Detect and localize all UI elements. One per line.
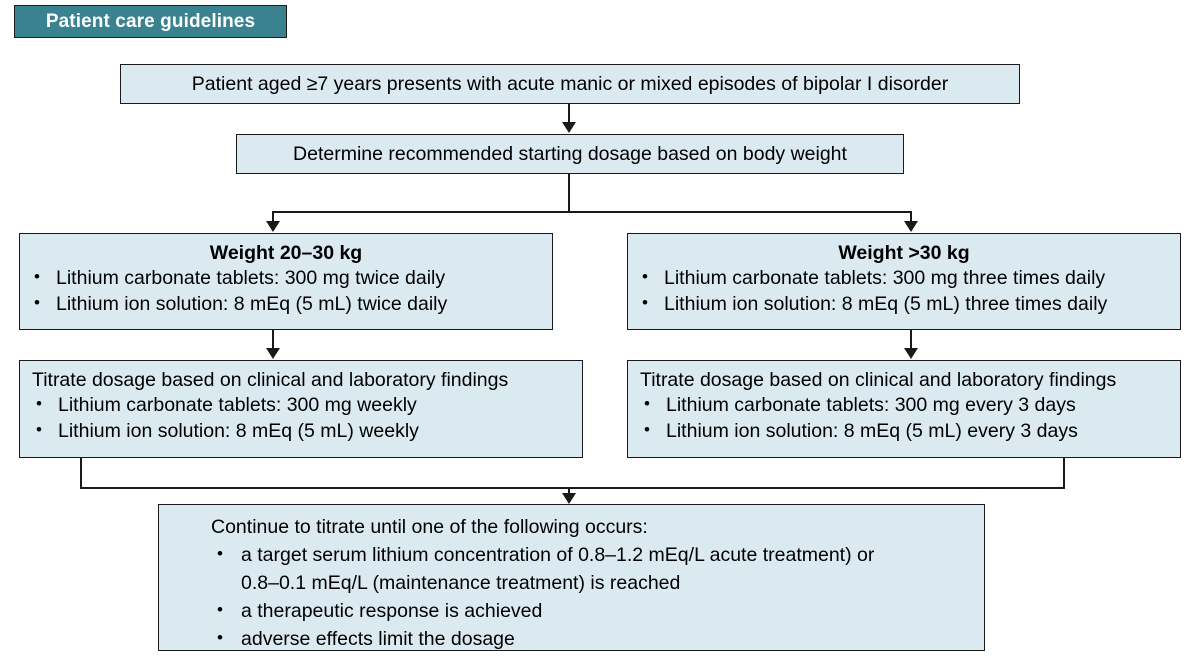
connector-merge-horizontal [80,487,1065,489]
list-item: Lithium ion solution: 8 mEq (5 mL) every… [640,417,1170,444]
connector-presentation-to-determine [568,104,570,123]
node-titrate-high: Titrate dosage based on clinical and lab… [627,360,1181,458]
list-item: a therapeutic response is achieved [211,596,972,625]
node-weight-high-title: Weight >30 kg [838,242,970,264]
connector-merge-to-continue [568,487,570,496]
node-weight-low-title: Weight 20–30 kg [209,242,363,264]
list-item: Lithium ion solution: 8 mEq (5 mL) weekl… [32,417,572,444]
connector-branch-left-down [272,211,274,223]
connector-weight-low-to-titrate [272,330,274,349]
list-item: Lithium ion solution: 8 mEq (5 mL) twice… [30,290,542,317]
connector-determine-stub [568,174,570,212]
arrowhead-continue [562,493,576,504]
connector-weight-high-to-titrate [910,330,912,349]
page-title: Patient care guidelines [45,10,256,32]
list-item: Lithium carbonate tablets: 300 mg three … [638,264,1170,291]
list-item: Lithium ion solution: 8 mEq (5 mL) three… [638,290,1170,317]
list-item: a target serum lithium concentration of … [211,540,972,597]
node-continue-titration: Continue to titrate until one of the fol… [158,504,985,653]
connector-titrate-high-down [1063,458,1065,489]
node-titrate-low-bullets: Lithium carbonate tablets: 300 mg weekly… [32,391,572,444]
arrowhead-determine [562,122,576,133]
page-title-banner: Patient care guidelines [14,5,287,38]
arrowhead-weight-low [266,221,280,232]
node-determine-dosage: Determine recommended starting dosage ba… [236,134,904,174]
arrowhead-weight-high [904,221,918,232]
connector-branch-right-down [910,211,912,223]
node-patient-presentation: Patient aged ≥7 years presents with acut… [120,64,1020,104]
node-weight-high: Weight >30 kg Lithium carbonate tablets:… [627,233,1181,330]
node-continue-titration-bullets: a target serum lithium concentration of … [211,540,972,653]
node-weight-high-bullets: Lithium carbonate tablets: 300 mg three … [638,264,1170,317]
node-titrate-low-title: Titrate dosage based on clinical and lab… [32,369,509,391]
list-item: adverse effects limit the dosage [211,624,972,653]
list-item: Lithium carbonate tablets: 300 mg weekly [32,391,572,418]
node-continue-titration-title: Continue to titrate until one of the fol… [211,516,648,538]
node-determine-dosage-title: Determine recommended starting dosage ba… [293,143,847,165]
node-patient-presentation-title: Patient aged ≥7 years presents with acut… [191,73,949,95]
node-titrate-low: Titrate dosage based on clinical and lab… [19,360,583,458]
connector-titrate-low-down [80,458,82,489]
arrowhead-titrate-high [904,348,918,359]
list-item: Lithium carbonate tablets: 300 mg twice … [30,264,542,291]
arrowhead-titrate-low [266,348,280,359]
connector-branch-horizontal [272,211,912,213]
node-titrate-high-title: Titrate dosage based on clinical and lab… [640,369,1117,391]
node-titrate-high-bullets: Lithium carbonate tablets: 300 mg every … [640,391,1170,444]
list-item: Lithium carbonate tablets: 300 mg every … [640,391,1170,418]
node-weight-low-bullets: Lithium carbonate tablets: 300 mg twice … [30,264,542,317]
node-weight-low: Weight 20–30 kg Lithium carbonate tablet… [19,233,553,330]
